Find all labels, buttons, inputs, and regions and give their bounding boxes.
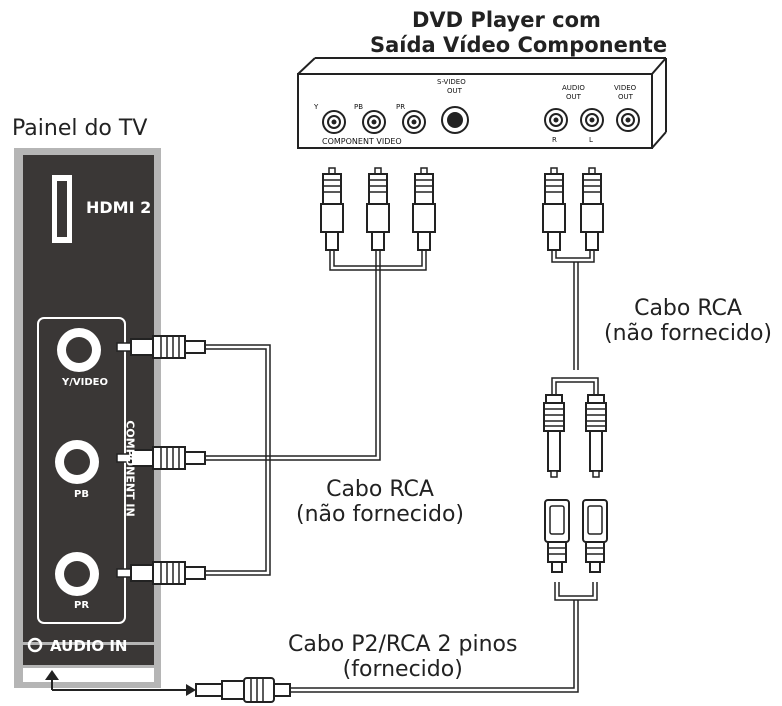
audio-rca-cable <box>290 250 599 693</box>
dvd-audio-out-label-line1: AUDIO <box>562 84 585 92</box>
tv-audio-in-label: AUDIO IN <box>50 637 128 655</box>
dvd-svideo-label-line2: OUT <box>447 87 462 95</box>
video-rca-cable <box>205 250 427 576</box>
tv-hdmi-label: HDMI 2 <box>86 198 152 217</box>
audio-rca-cable-label-line2: (não fornecido) <box>604 321 773 346</box>
dvd-player <box>297 57 667 149</box>
dvd-component-video-label: COMPONENT VIDEO <box>322 137 402 146</box>
tv-component-in-label: COMPONENT IN <box>123 420 137 517</box>
audio-adapter-plugs <box>543 394 608 573</box>
dvd-audio-r-label: R <box>552 136 557 144</box>
video-rca-cable-label: Cabo RCA (não fornecido) <box>296 477 464 527</box>
p2-plug <box>45 670 291 703</box>
dvd-jack-y-label: Y <box>314 103 319 111</box>
p2-cable-label-line1: Cabo P2/RCA 2 pinos <box>288 632 518 657</box>
tv-panel <box>14 148 161 688</box>
p2-cable-label: Cabo P2/RCA 2 pinos (fornecido) <box>288 632 517 682</box>
dvd-jack-pb-label: PB <box>354 103 364 111</box>
dvd-video-plugs <box>320 167 436 251</box>
dvd-video-out-label-line1: VIDEO <box>614 84 637 92</box>
dvd-audio-plugs <box>542 167 604 251</box>
audio-rca-cable-label: Cabo RCA (não fornecido) <box>604 296 772 346</box>
dvd-video-out-label-line2: OUT <box>618 93 633 101</box>
video-rca-cable-label-line1: Cabo RCA <box>326 477 434 502</box>
dvd-title-line2: Saída Vídeo Componente <box>370 33 668 57</box>
dvd-audio-l-label: L <box>589 136 593 144</box>
video-rca-cable-label-line2: (não fornecido) <box>296 502 465 527</box>
dvd-audio-out-label-line2: OUT <box>566 93 581 101</box>
tv-pb-label: PB <box>74 489 89 500</box>
dvd-svideo-label-line1: S-VIDEO <box>437 78 466 86</box>
tv-panel-title: Painel do TV <box>12 116 148 141</box>
dvd-jack-pr-label: PR <box>396 103 406 111</box>
dvd-title-line1: DVD Player com <box>412 8 601 32</box>
tv-y-video-label: Y/VIDEO <box>62 377 108 388</box>
audio-rca-cable-label-line1: Cabo RCA <box>634 296 742 321</box>
tv-pr-label: PR <box>74 600 90 611</box>
p2-cable-label-line2: (fornecido) <box>342 657 463 682</box>
